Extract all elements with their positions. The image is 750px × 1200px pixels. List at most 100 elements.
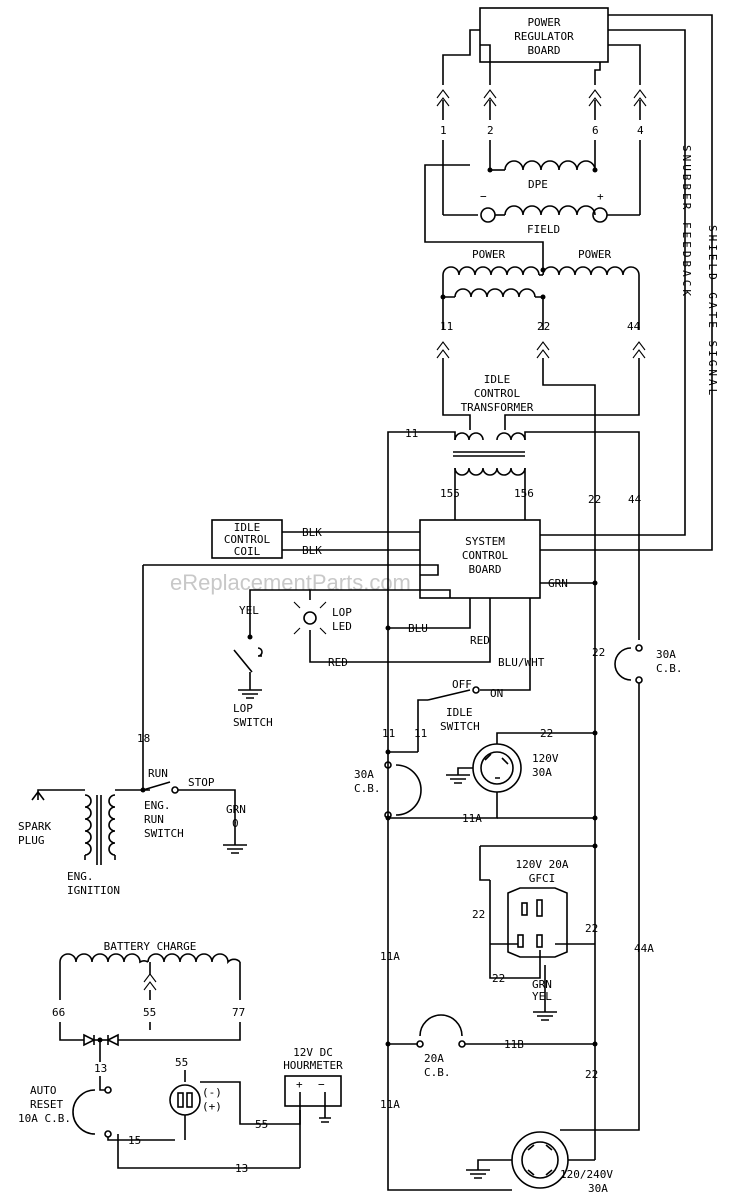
wire-55-batt: 55 bbox=[143, 1006, 156, 1019]
wire-18: 18 bbox=[137, 732, 150, 745]
watermark: eReplacementParts.com bbox=[170, 570, 411, 595]
lop-switch-label-1: LOP bbox=[233, 702, 253, 715]
field-coil bbox=[504, 205, 596, 216]
wire-22-scb: 22 bbox=[592, 646, 605, 659]
wire-22-gfci: 22 bbox=[472, 908, 485, 921]
wire-44-top: 44 bbox=[627, 320, 641, 333]
connector-row-1 bbox=[436, 89, 647, 107]
icc-label-3: COIL bbox=[234, 545, 261, 558]
grn0-label-2: 0 bbox=[232, 817, 239, 830]
wire-11-left: 11 bbox=[382, 727, 395, 740]
wire-22-mid: 22 bbox=[588, 493, 601, 506]
eng-run-label-2: RUN bbox=[144, 813, 164, 826]
grn-yel-2: YEL bbox=[532, 990, 552, 1003]
wire-4: 4 bbox=[637, 124, 644, 137]
grn-label: GRN bbox=[548, 577, 568, 590]
minus-paren: (-) bbox=[202, 1086, 222, 1099]
dpe-coil bbox=[504, 160, 596, 171]
wire-11a-low: 11A bbox=[380, 1098, 400, 1111]
cb30-right-label-2: C.B. bbox=[656, 662, 683, 675]
dpe-label: DPE bbox=[528, 178, 548, 191]
wire-11b: 11B bbox=[504, 1038, 524, 1051]
wire-11-mid: 11 bbox=[405, 427, 418, 440]
stop-label: STOP bbox=[188, 776, 215, 789]
wire-15: 15 bbox=[128, 1134, 141, 1147]
plus-paren: (+) bbox=[202, 1100, 222, 1113]
power-regulator-label-2: REGULATOR bbox=[514, 30, 574, 43]
field-minus: − bbox=[480, 190, 487, 203]
red-label-1: RED bbox=[328, 656, 348, 669]
red-label-2: RED bbox=[470, 634, 490, 647]
wire-44a: 44A bbox=[634, 942, 654, 955]
ict-label-1: IDLE bbox=[484, 373, 511, 386]
wire-2: 2 bbox=[487, 124, 494, 137]
icc-label-2: CONTROL bbox=[224, 533, 271, 546]
icc-label-1: IDLE bbox=[234, 521, 261, 534]
on-label: ON bbox=[490, 687, 503, 700]
wire-22-recep: 22 bbox=[540, 727, 553, 740]
cb20-label-2: C.B. bbox=[424, 1066, 451, 1079]
wire-44-mid: 44 bbox=[628, 493, 642, 506]
lop-switch-label-2: SWITCH bbox=[233, 716, 273, 729]
wire-66: 66 bbox=[52, 1006, 65, 1019]
power-right-label: POWER bbox=[578, 248, 611, 261]
field-plus: + bbox=[597, 190, 604, 203]
run-label: RUN bbox=[148, 767, 168, 780]
gfci-label-1: 120V 20A bbox=[516, 858, 569, 871]
connector-row-2 bbox=[436, 341, 646, 359]
charge-plug bbox=[169, 1084, 201, 1116]
power-regulator-label-1: POWER bbox=[527, 16, 560, 29]
power-regulator-label-3: BOARD bbox=[527, 44, 560, 57]
spark-plug-label-1: SPARK bbox=[18, 820, 51, 833]
wire-13-top: 13 bbox=[94, 1062, 107, 1075]
idle-switch-label-2: SWITCH bbox=[440, 720, 480, 733]
wire-55-plug: 55 bbox=[175, 1056, 188, 1069]
recep-30a-label-2: 30A bbox=[532, 766, 552, 779]
hourmeter-label-2: HOURMETER bbox=[283, 1059, 343, 1072]
system-control-board bbox=[419, 519, 541, 599]
ict-label-3: TRANSFORMER bbox=[461, 401, 534, 414]
lop-led-label-2: LED bbox=[332, 620, 352, 633]
spark-plug-label-2: PLUG bbox=[18, 834, 45, 847]
wire-55-hm: 55 bbox=[255, 1118, 268, 1131]
power-right-top bbox=[542, 266, 640, 276]
auto-reset-label-3: 10A C.B. bbox=[18, 1112, 71, 1125]
hourmeter-label-1: 12V DC bbox=[293, 1046, 333, 1059]
off-label: OFF bbox=[452, 678, 472, 691]
cb30-left-label-1: 30A bbox=[354, 768, 374, 781]
eng-ignition-label-2: IGNITION bbox=[67, 884, 120, 897]
auto-reset-label-2: RESET bbox=[30, 1098, 63, 1111]
wire-6: 6 bbox=[592, 124, 599, 137]
blu-wht-label: BLU/WHT bbox=[498, 656, 545, 669]
field-label: FIELD bbox=[527, 223, 560, 236]
wire-1: 1 bbox=[440, 124, 447, 137]
idle-switch-label-1: IDLE bbox=[446, 706, 473, 719]
recep-240-label-1: 120/240V bbox=[560, 1168, 613, 1181]
scb-label-2: CONTROL bbox=[462, 549, 509, 562]
wire-13-bottom: 13 bbox=[235, 1162, 248, 1175]
hm-minus: − bbox=[318, 1078, 325, 1091]
scb-label-3: BOARD bbox=[468, 563, 501, 576]
wire-22-right: 22 bbox=[585, 922, 598, 935]
gfci-label-2: GFCI bbox=[529, 872, 556, 885]
power-left-label: POWER bbox=[472, 248, 505, 261]
blk-1: BLK bbox=[302, 526, 322, 539]
power-left-top bbox=[442, 266, 540, 276]
snubber-feedback-label: SNUBBER FEEDBACK bbox=[680, 145, 693, 299]
ict-label-2: CONTROL bbox=[474, 387, 521, 400]
recep-30a-label-1: 120V bbox=[532, 752, 559, 765]
wire-77: 77 bbox=[232, 1006, 245, 1019]
shield-gate-signal-label: SHIELD GATE SIGNAL bbox=[706, 225, 719, 398]
hourmeter bbox=[284, 1075, 342, 1107]
wire-11-switch: 11 bbox=[414, 727, 427, 740]
cb30-left-label-2: C.B. bbox=[354, 782, 381, 795]
recep-240-label-2: 30A bbox=[588, 1182, 608, 1195]
wire-22-gfci-2: 22 bbox=[492, 972, 505, 985]
blu-label: BLU bbox=[408, 622, 428, 635]
lop-led-label-1: LOP bbox=[332, 606, 352, 619]
eng-run-label-1: ENG. bbox=[144, 799, 171, 812]
wire-11-top: 11 bbox=[440, 320, 453, 333]
wire-155: 155 bbox=[440, 487, 460, 500]
auto-reset-label-1: AUTO bbox=[30, 1084, 57, 1097]
